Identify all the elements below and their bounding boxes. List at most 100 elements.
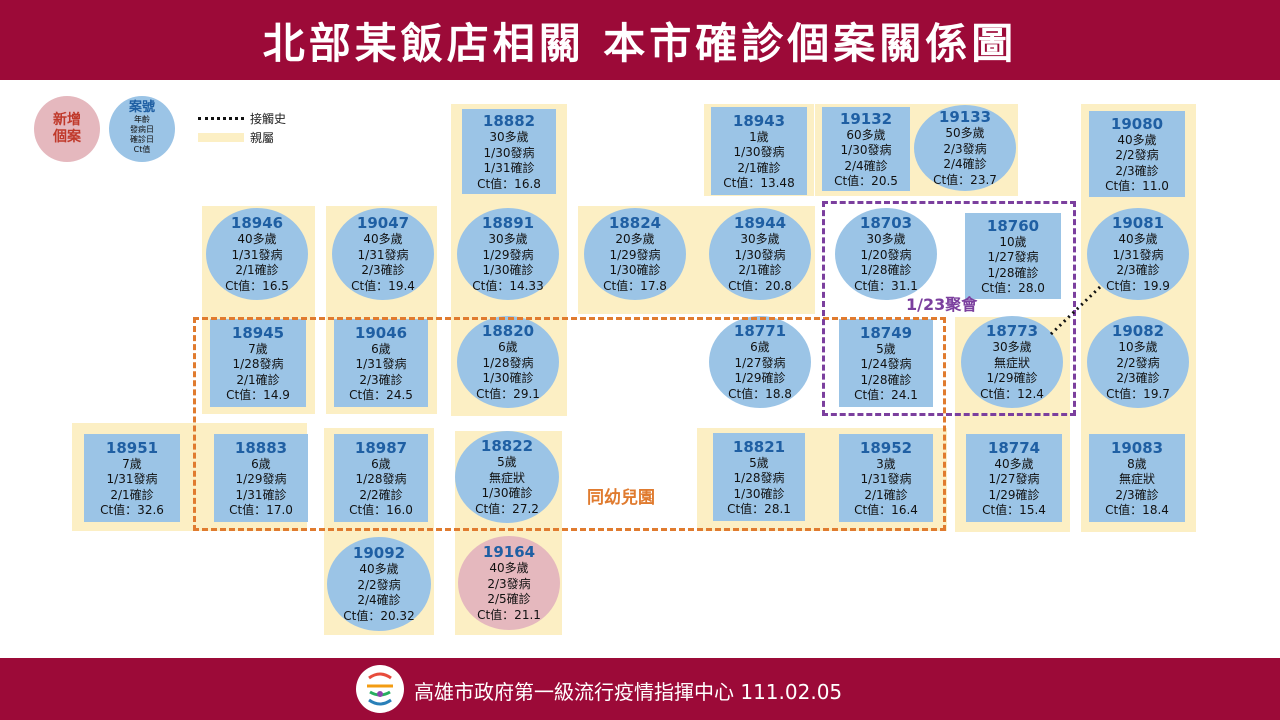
case-ct: Ct值：16.0 [349, 503, 413, 517]
case-onset: 1/31發病 [1112, 247, 1164, 262]
case-onset: 1/27發病 [987, 250, 1039, 264]
case-ct: Ct值：16.5 [225, 278, 289, 293]
case-node-19080: 19080 40多歲 2/2發病 2/3確診 Ct值：11.0 [1089, 111, 1185, 197]
case-confirm: 1/30確診 [481, 486, 533, 500]
case-id: 18987 [354, 438, 408, 457]
case-onset: 1/29發病 [235, 472, 287, 486]
footer-bar: 高雄市政府第一級流行疫情指揮中心 111.02.05 [0, 658, 1280, 720]
case-onset: 無症狀 [1118, 472, 1155, 486]
case-id: 18822 [480, 437, 534, 455]
case-age: 3歲 [876, 456, 896, 471]
case-ct: Ct值：24.1 [854, 388, 918, 402]
case-id: 18943 [732, 111, 786, 130]
case-id: 19133 [938, 108, 992, 126]
case-confirm: 2/2確診 [359, 487, 403, 502]
case-confirm: 2/3確診 [359, 372, 403, 387]
case-onset: 1/29發病 [482, 247, 534, 262]
case-ct: Ct值：13.48 [723, 176, 795, 190]
case-id: 18882 [482, 112, 536, 130]
case-ct: Ct值：21.1 [477, 607, 541, 622]
case-node-18987: 18987 6歲 1/28發病 2/2確診 Ct值：16.0 [334, 434, 428, 522]
legend-case-ct: Ct值 [133, 145, 151, 154]
legend-new-case-line1: 新增 [53, 111, 81, 128]
case-node-18824: 18824 20多歲 1/29發病 1/30確診 Ct值：17.8 [584, 208, 686, 300]
case-node-18946: 18946 40多歲 1/31發病 2/1確診 Ct值：16.5 [206, 208, 308, 300]
case-ct: Ct值：14.33 [472, 278, 544, 293]
case-id: 19092 [352, 544, 406, 562]
case-onset: 無症狀 [993, 355, 1030, 370]
case-node-18773: 18773 30多歲 無症狀 1/29確診 Ct值：12.4 [961, 316, 1063, 408]
case-ct: Ct值：24.5 [349, 388, 413, 402]
case-node-18943: 18943 1歲 1/30發病 2/1確診 Ct值：13.48 [711, 107, 807, 195]
case-age: 5歲 [749, 455, 769, 470]
case-id: 18771 [733, 322, 787, 340]
case-ct: Ct值：19.7 [1106, 386, 1170, 401]
case-id: 19080 [1110, 114, 1164, 133]
case-confirm: 2/4確診 [357, 593, 401, 607]
case-ct: Ct值：19.4 [351, 278, 415, 293]
case-node-19047: 19047 40多歲 1/31發病 2/3確診 Ct值：19.4 [332, 208, 434, 300]
case-age: 7歲 [248, 341, 268, 356]
case-node-18821: 18821 5歲 1/28發病 1/30確診 Ct值：28.1 [713, 433, 805, 521]
case-id: 18774 [987, 438, 1041, 457]
case-id: 18944 [733, 214, 787, 232]
legend-new-case: 新增 個案 [34, 96, 100, 162]
case-confirm: 2/1確診 [738, 263, 782, 277]
case-ct: Ct值：19.9 [1106, 278, 1170, 293]
case-ct: Ct值：20.32 [343, 608, 415, 623]
case-confirm: 1/30確診 [609, 263, 661, 277]
case-age: 6歲 [498, 340, 518, 354]
case-id: 18820 [481, 322, 535, 340]
case-age: 40多歲 [359, 562, 399, 576]
case-onset: 無症狀 [488, 470, 525, 485]
case-confirm: 1/30確診 [482, 263, 534, 277]
case-node-19081: 19081 40多歲 1/31發病 2/3確診 Ct值：19.9 [1087, 208, 1189, 300]
gathering-group-label: 1/23聚會 [906, 295, 978, 314]
case-age: 60多歲 [846, 127, 886, 142]
case-onset: 1/30發病 [483, 145, 535, 160]
case-onset: 1/31發病 [860, 472, 912, 486]
case-node-19082: 19082 10多歲 2/2發病 2/3確診 Ct值：19.7 [1087, 316, 1189, 408]
case-onset: 1/30發病 [734, 247, 786, 262]
case-id: 19081 [1111, 214, 1165, 232]
case-node-18822: 18822 5歲 無症狀 1/30確診 Ct值：27.2 [455, 431, 559, 523]
case-onset: 1/28發病 [482, 355, 534, 370]
case-ct: Ct值：17.0 [229, 503, 293, 517]
case-ct: Ct值：20.5 [834, 174, 898, 188]
case-confirm: 2/4確診 [844, 158, 888, 173]
case-id: 18952 [859, 438, 913, 457]
case-id: 18824 [608, 214, 662, 232]
case-confirm: 2/1確診 [110, 487, 154, 502]
case-confirm: 2/3確診 [1115, 163, 1159, 178]
case-id: 19132 [839, 109, 893, 128]
contact-dotted-line [1048, 285, 1102, 337]
case-node-19164: 19164 40多歲 2/3發病 2/5確診 Ct值：21.1 [458, 536, 560, 630]
case-ct: Ct值：31.1 [854, 278, 918, 293]
case-ct: Ct值：18.4 [1105, 503, 1169, 517]
case-onset: 1/24發病 [860, 357, 912, 371]
case-onset: 1/31發病 [231, 247, 283, 262]
case-node-18891: 18891 30多歲 1/29發病 1/30確診 Ct值：14.33 [457, 208, 559, 300]
legend-family: 親屬 [198, 129, 274, 146]
case-ct: Ct值：16.4 [854, 503, 918, 517]
case-confirm: 2/1確診 [864, 487, 908, 502]
case-onset: 1/30發病 [733, 145, 785, 159]
case-confirm: 2/3確診 [1116, 263, 1160, 277]
case-age: 20多歲 [615, 232, 655, 246]
case-age: 10多歲 [1118, 340, 1158, 354]
case-ct: Ct值：27.2 [475, 501, 539, 516]
case-confirm: 2/1確診 [236, 372, 280, 387]
case-ct: Ct值：17.8 [603, 278, 667, 293]
case-confirm: 2/3確診 [1115, 487, 1159, 502]
case-onset: 1/28發病 [733, 471, 785, 485]
case-age: 30多歲 [866, 232, 906, 246]
case-id: 18891 [481, 214, 535, 232]
case-onset: 1/31發病 [106, 472, 158, 486]
case-confirm: 1/29確診 [988, 487, 1040, 502]
case-onset: 2/3發病 [487, 576, 531, 591]
case-node-18952: 18952 3歲 1/31發病 2/1確診 Ct值：16.4 [839, 434, 933, 522]
kindergarten-group-label: 同幼兒園 [587, 488, 655, 508]
case-node-19092: 19092 40多歲 2/2發病 2/4確診 Ct值：20.32 [327, 537, 431, 631]
case-node-19133: 19133 50多歲 2/3發病 2/4確診 Ct值：23.7 [914, 105, 1016, 191]
case-age: 30多歲 [489, 130, 529, 144]
